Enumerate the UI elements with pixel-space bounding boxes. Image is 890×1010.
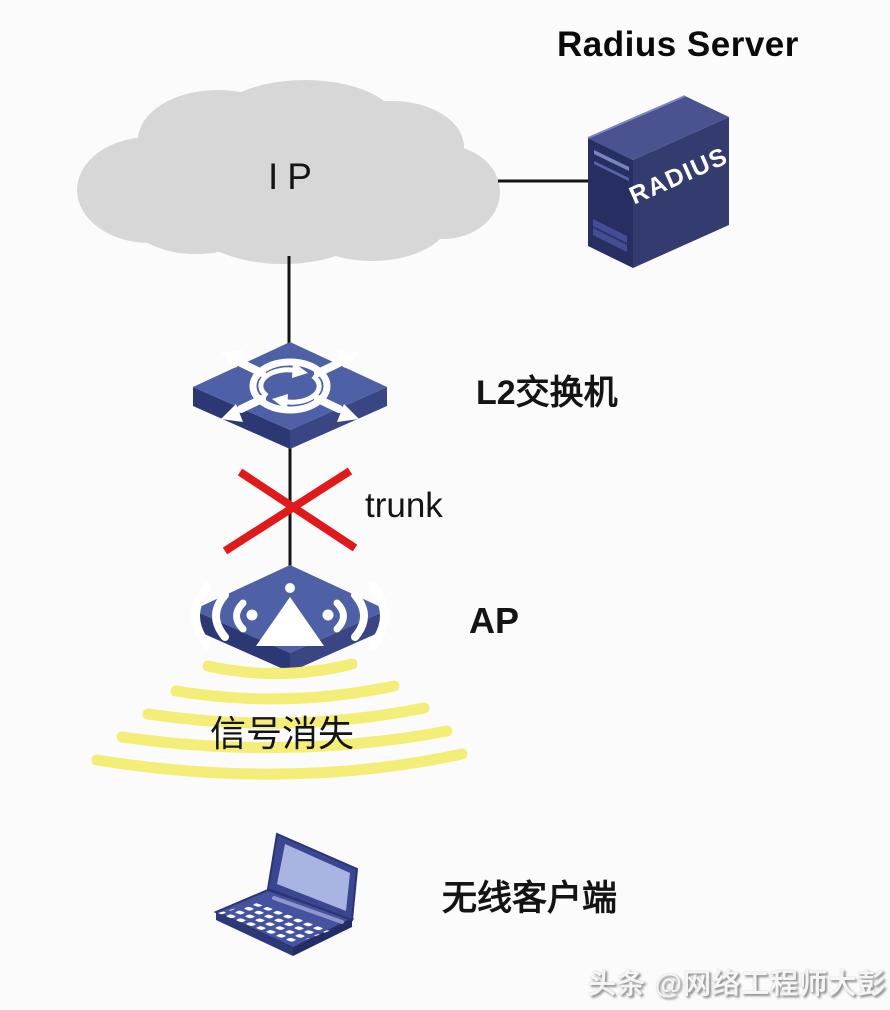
- radius-server-title: Radius Server: [557, 25, 799, 64]
- trunk-link-label: trunk: [365, 486, 443, 525]
- wireless-client-label: 无线客户端: [442, 879, 618, 918]
- ip-cloud-label: IP: [268, 156, 321, 197]
- blocked-x-icon: [222, 467, 358, 555]
- ap-label: AP: [469, 600, 520, 641]
- laptop-icon: [213, 832, 359, 956]
- l2-switch-icon: [193, 342, 387, 449]
- ip-cloud-icon: [77, 80, 500, 264]
- l2-switch-label: L2交换机: [476, 374, 618, 412]
- radius-server-icon: [587, 95, 729, 268]
- watermark-text: 头条 @网络工程师大彭: [587, 968, 886, 999]
- ap-icon: [191, 565, 389, 672]
- signal-lost-label: 信号消失: [210, 713, 355, 754]
- wifi-signal-arcs: [91, 658, 468, 780]
